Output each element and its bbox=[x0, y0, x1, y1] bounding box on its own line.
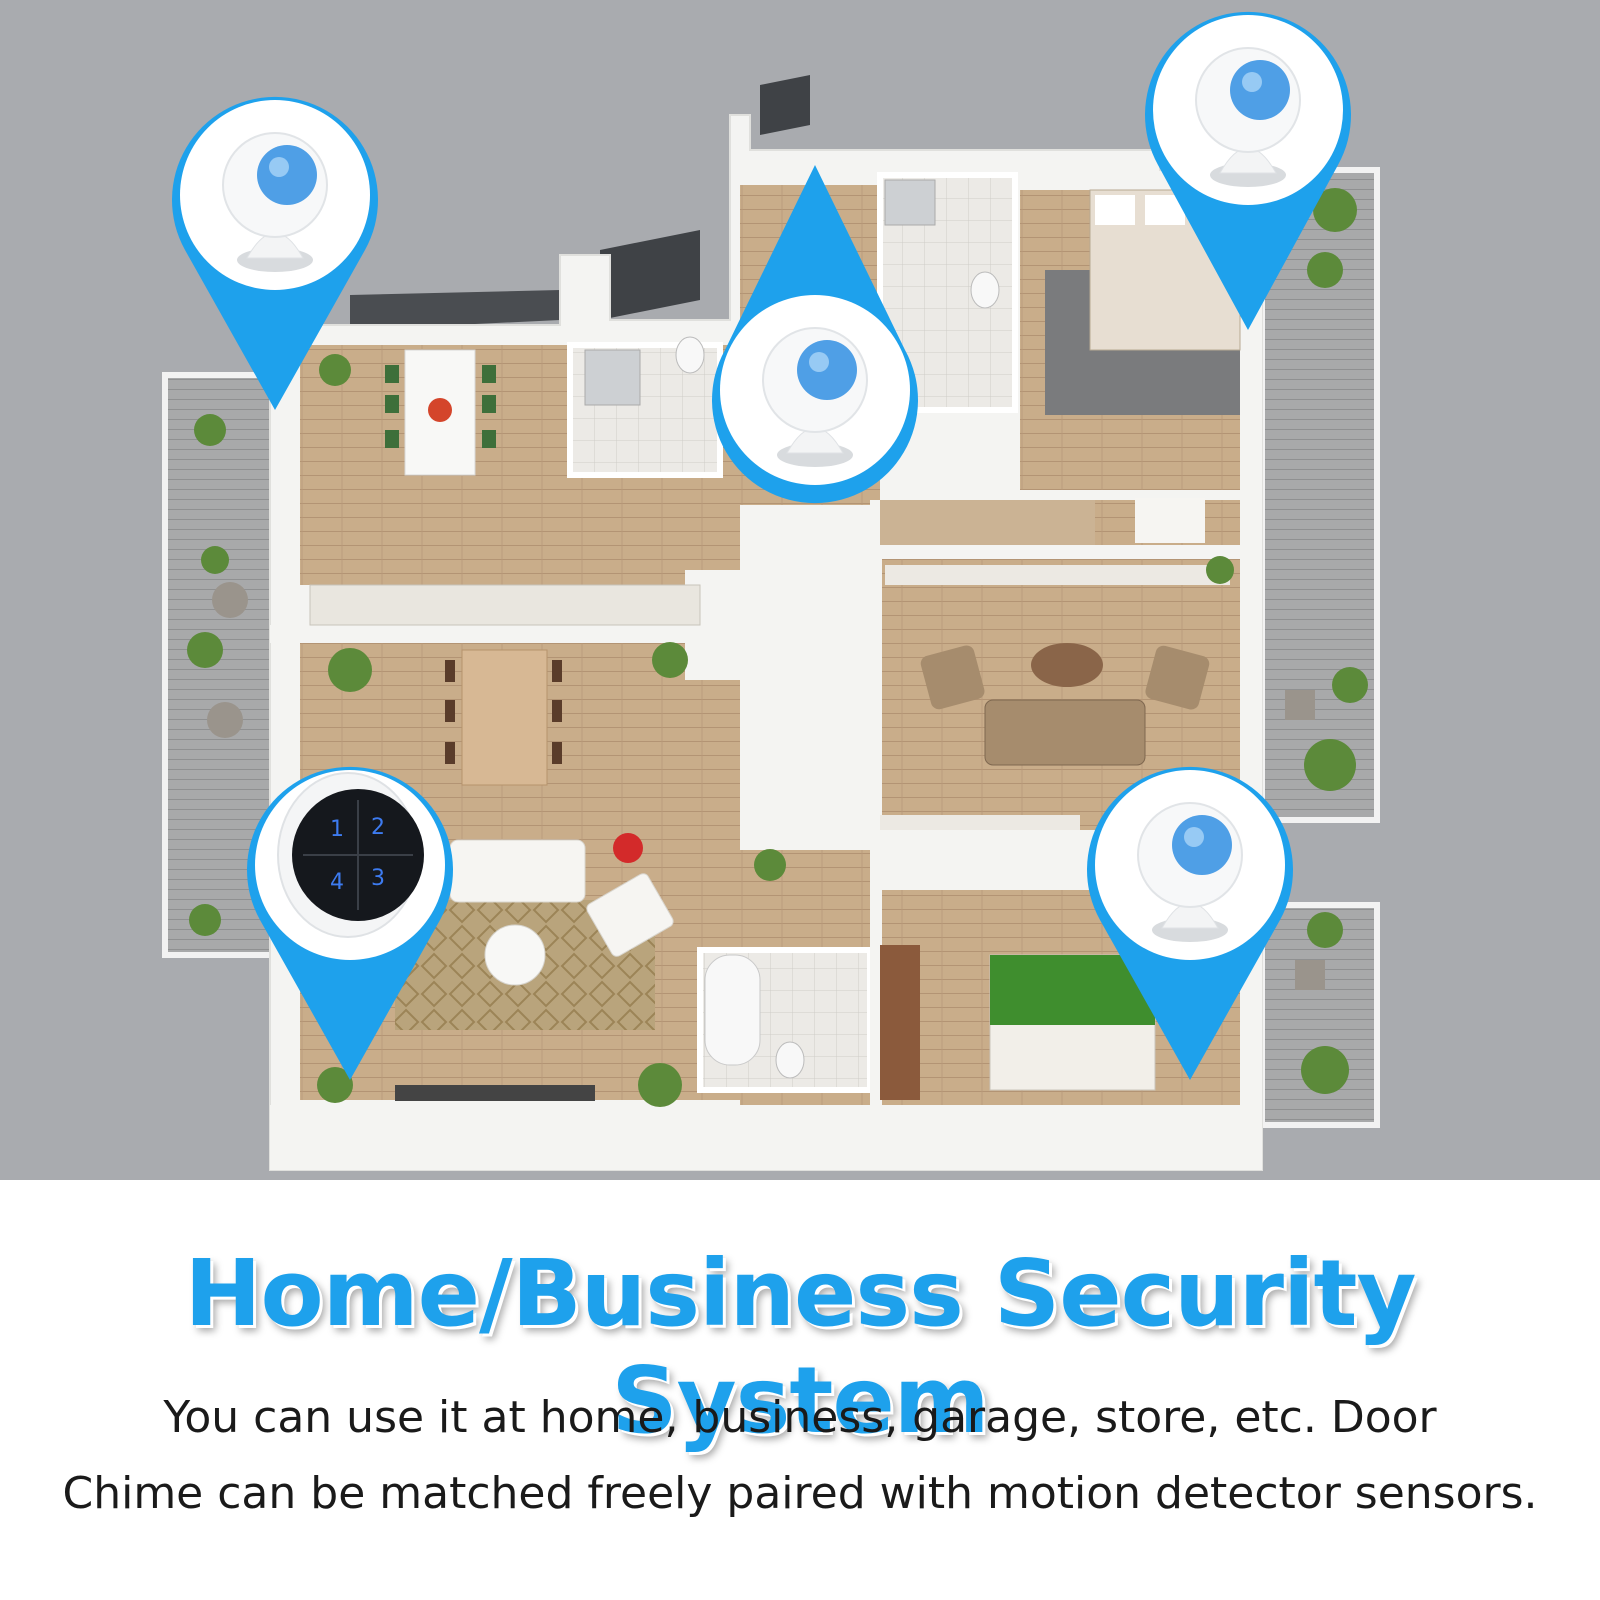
pir-motion-sensor-icon bbox=[1195, 47, 1301, 187]
description: You can use it at home, business, garage… bbox=[0, 1380, 1600, 1532]
pir-motion-sensor-icon bbox=[1137, 802, 1243, 942]
motion-sensor-pin-2 bbox=[705, 165, 925, 504]
receiver-key-3[interactable]: 3 bbox=[371, 866, 385, 891]
floor-plan-scene: 1 2 4 3 bbox=[0, 0, 1600, 1180]
description-line-2: Chime can be matched freely paired with … bbox=[62, 1468, 1538, 1519]
pir-motion-sensor-icon bbox=[222, 132, 328, 272]
pir-motion-sensor-icon bbox=[762, 327, 868, 467]
motion-sensor-pin-1 bbox=[165, 90, 385, 420]
description-line-1: You can use it at home, business, garage… bbox=[163, 1392, 1437, 1443]
receiver-pin: 1 2 4 3 bbox=[240, 760, 460, 1090]
headline: Home/Business Security System bbox=[184, 1240, 1417, 1454]
motion-sensor-pin-3 bbox=[1138, 5, 1358, 340]
motion-sensor-pin-4 bbox=[1080, 760, 1300, 1090]
door-chime-receiver-icon bbox=[277, 772, 424, 938]
receiver-key-2[interactable]: 2 bbox=[371, 815, 385, 840]
receiver-key-4[interactable]: 4 bbox=[330, 870, 344, 895]
receiver-key-1[interactable]: 1 bbox=[330, 817, 344, 842]
